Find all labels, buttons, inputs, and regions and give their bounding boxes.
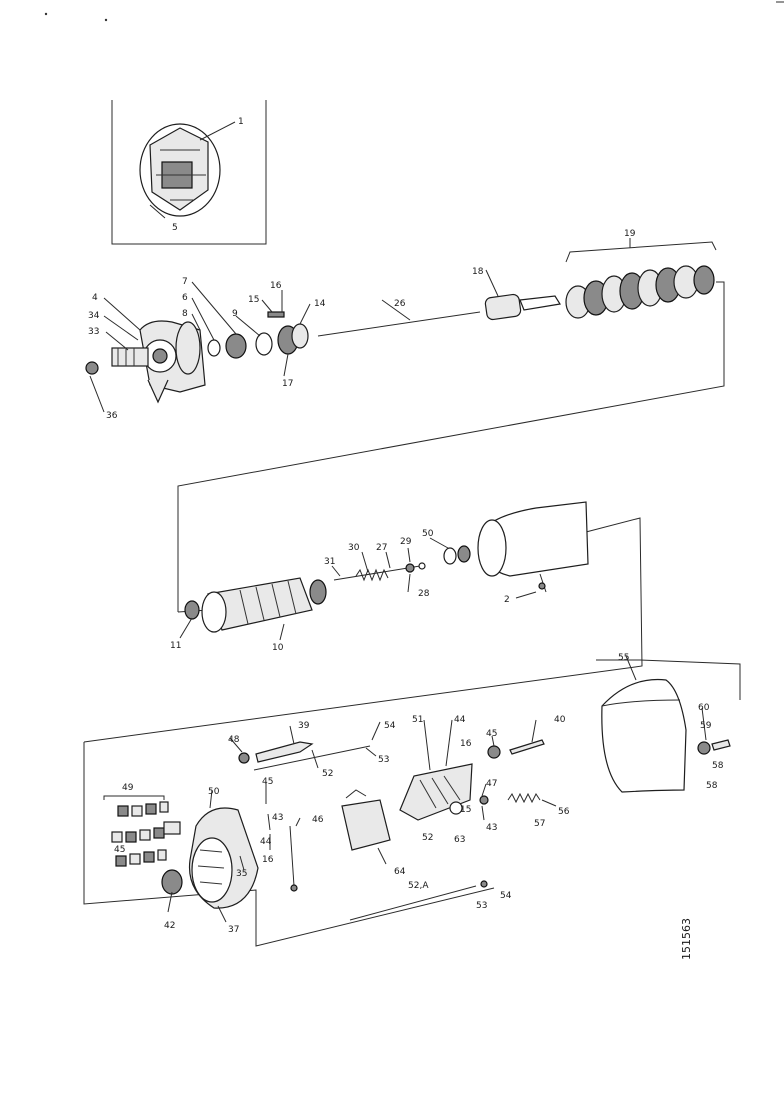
callout-19: 19: [624, 229, 636, 239]
callout-52: 52: [322, 769, 333, 779]
solenoid-cover: [601, 678, 687, 793]
callout-29: 29: [400, 537, 412, 547]
callout-16: 16: [270, 281, 282, 291]
callout-31: 31: [324, 557, 335, 567]
callout-39: 39: [298, 721, 310, 731]
callout-14: 14: [314, 299, 326, 309]
callout-15: 15: [248, 295, 259, 305]
callout-11: 11: [170, 641, 181, 651]
callout-52a: 52,A: [408, 881, 429, 891]
callout-64: 64: [394, 867, 406, 877]
callout-36: 36: [106, 411, 118, 421]
callout-9: 9: [232, 309, 238, 319]
callout-52b: 52: [422, 833, 433, 843]
callout-26: 26: [394, 299, 406, 309]
callout-10: 10: [272, 643, 284, 653]
callout-40: 40: [554, 715, 566, 725]
callout-50: 50: [422, 529, 434, 539]
callout-42: 42: [164, 921, 175, 931]
callout-57: 57: [534, 819, 545, 829]
callout-51: 51: [412, 715, 423, 725]
callout-28: 28: [418, 589, 430, 599]
callout-55: 55: [618, 653, 629, 663]
reference-number: 151563: [680, 918, 693, 960]
callout-58b: 58: [706, 781, 718, 791]
callout-17: 17: [282, 379, 293, 389]
callout-46: 46: [312, 815, 324, 825]
callout-59: 59: [700, 721, 712, 731]
callout-54b: 54: [500, 891, 512, 901]
armature-assembly: [83, 501, 643, 743]
relay: [341, 799, 391, 851]
callout-48: 48: [228, 735, 240, 745]
callout-44: 44: [454, 715, 466, 725]
brush-set: [111, 801, 169, 867]
callout-45b: 45: [114, 845, 125, 855]
callout-53b: 53: [476, 901, 487, 911]
callout-58: 58: [712, 761, 724, 771]
callout-43b: 43: [272, 813, 283, 823]
callout-5: 5: [172, 223, 178, 233]
callout-34: 34: [88, 311, 100, 321]
callout-37: 37: [228, 925, 239, 935]
drive-end-assembly: [85, 238, 725, 612]
callout-4: 4: [92, 293, 98, 303]
callout-18: 18: [472, 267, 484, 277]
callout-16b: 16: [460, 739, 472, 749]
speck: [104, 18, 108, 22]
callout-53: 53: [378, 755, 389, 765]
callout-30: 30: [348, 543, 360, 553]
callout-54: 54: [384, 721, 396, 731]
callout-43: 43: [486, 823, 497, 833]
callout-7: 7: [182, 277, 188, 287]
callout-63: 63: [454, 835, 465, 845]
callout-33: 33: [88, 327, 99, 337]
callout-49: 49: [122, 783, 134, 793]
callout-47: 47: [486, 779, 497, 789]
callout-44b: 44: [260, 837, 272, 847]
callout-8: 8: [182, 309, 188, 319]
callout-15b: 15: [460, 805, 471, 815]
callout-60: 60: [698, 703, 710, 713]
inset-detail: [111, 100, 267, 245]
callout-27: 27: [376, 543, 387, 553]
callout-35: 35: [236, 869, 247, 879]
callout-6: 6: [182, 293, 188, 303]
callout-56: 56: [558, 807, 570, 817]
callout-45: 45: [486, 729, 497, 739]
commutator-end-assembly: [83, 655, 741, 947]
speck: [44, 12, 48, 16]
callout-45c: 45: [262, 777, 273, 787]
callout-16c: 16: [262, 855, 274, 865]
armature-coil: [565, 265, 715, 319]
callout-1: 1: [238, 117, 244, 127]
callout-2: 2: [504, 595, 510, 605]
callout-50b: 50: [208, 787, 220, 797]
